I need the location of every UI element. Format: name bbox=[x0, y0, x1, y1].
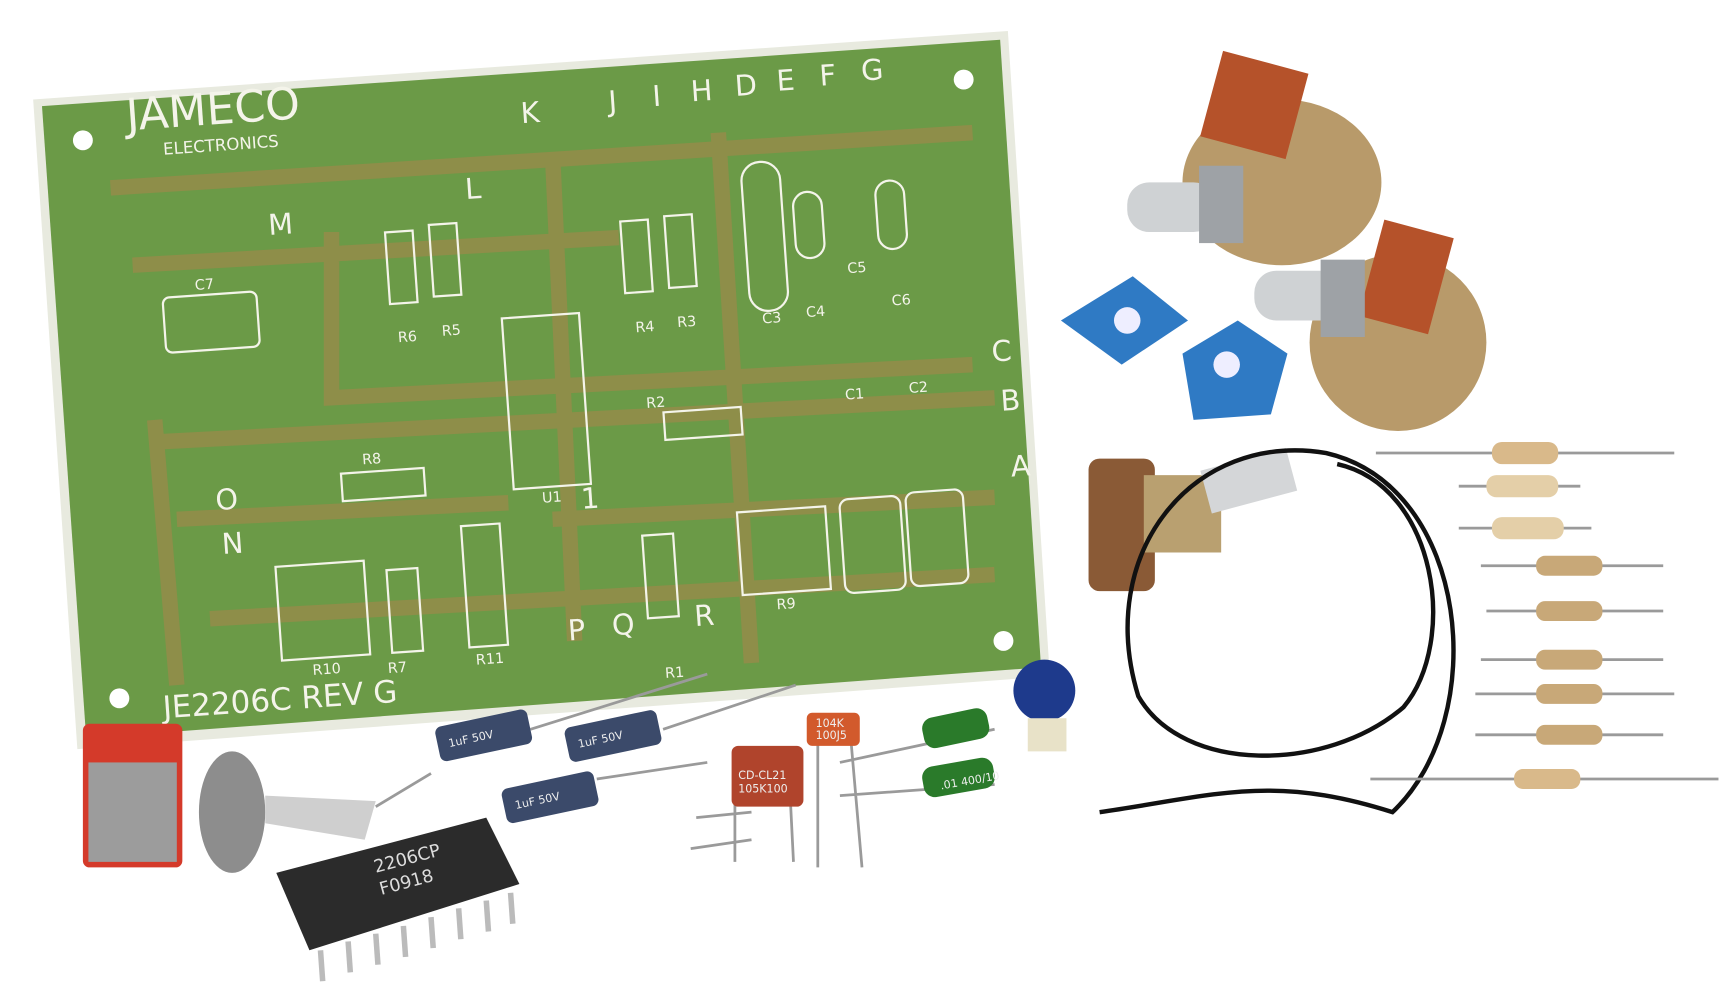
svg-text:104K: 104K bbox=[816, 717, 845, 730]
svg-text:R8: R8 bbox=[362, 451, 382, 468]
rotary-switch bbox=[1088, 447, 1298, 592]
svg-text:O: O bbox=[214, 482, 239, 517]
pcb-board: JAMECO ELECTRONICS K J I H D E F G M L C… bbox=[33, 30, 1050, 750]
svg-text:1: 1 bbox=[580, 481, 601, 516]
svg-text:C7: C7 bbox=[194, 277, 214, 294]
resistors bbox=[1370, 441, 1719, 789]
svg-text:J: J bbox=[605, 84, 618, 119]
svg-text:D: D bbox=[734, 68, 758, 103]
svg-text:R2: R2 bbox=[646, 395, 666, 412]
svg-text:R10: R10 bbox=[312, 661, 341, 679]
svg-text:R1: R1 bbox=[665, 665, 685, 682]
svg-text:Q: Q bbox=[611, 607, 636, 642]
resistor bbox=[1370, 769, 1719, 789]
jameco-logo: JAMECO ELECTRONICS bbox=[121, 78, 301, 158]
resistor bbox=[1480, 649, 1664, 670]
svg-text:C3: C3 bbox=[762, 310, 782, 327]
resistor bbox=[1475, 724, 1664, 745]
resistor bbox=[1480, 555, 1664, 576]
svg-text:100J5: 100J5 bbox=[816, 729, 847, 742]
resistor bbox=[1486, 601, 1664, 621]
svg-text:A: A bbox=[1010, 448, 1032, 483]
svg-text:B: B bbox=[999, 383, 1021, 418]
svg-text:M: M bbox=[267, 206, 294, 242]
svg-text:G: G bbox=[860, 52, 885, 87]
trimmer-pots bbox=[1060, 276, 1288, 420]
svg-text:C2: C2 bbox=[908, 380, 928, 397]
mounting-holes bbox=[72, 69, 1014, 709]
svg-text:R5: R5 bbox=[441, 323, 461, 340]
svg-text:R3: R3 bbox=[677, 314, 697, 331]
resistor bbox=[1458, 475, 1581, 498]
resistor bbox=[1375, 441, 1675, 465]
ic-chip: 2206CP F0918 bbox=[276, 817, 520, 982]
svg-text:L: L bbox=[464, 171, 482, 206]
svg-text:I: I bbox=[651, 79, 662, 114]
resistor bbox=[1458, 517, 1592, 540]
potentiometer-1 bbox=[1127, 50, 1382, 266]
svg-text:E: E bbox=[775, 63, 795, 98]
svg-text:U1: U1 bbox=[542, 489, 563, 506]
toggle-switch bbox=[82, 723, 376, 873]
svg-text:C6: C6 bbox=[891, 292, 911, 309]
svg-text:N: N bbox=[221, 526, 245, 561]
svg-text:R7: R7 bbox=[387, 660, 407, 677]
svg-text:CD-CL21: CD-CL21 bbox=[738, 769, 786, 782]
svg-text:JAMECO: JAMECO bbox=[121, 78, 301, 141]
svg-text:105K100: 105K100 bbox=[738, 782, 787, 795]
svg-text:R4: R4 bbox=[635, 319, 655, 336]
potentiometer-2 bbox=[1254, 219, 1487, 431]
svg-text:C1: C1 bbox=[845, 386, 865, 403]
wire-loop bbox=[1099, 448, 1456, 815]
svg-text:F: F bbox=[818, 58, 837, 93]
svg-text:H: H bbox=[690, 73, 714, 108]
small-trimmer bbox=[1013, 659, 1076, 752]
silkscreen-footprints: C7 R6 R5 R4 R3 C3 C4 C5 C6 U1 1 R2 C1 C2… bbox=[161, 160, 970, 682]
svg-text:C: C bbox=[990, 333, 1012, 368]
electrolytic-capacitors: 1uF 50V 1uF 50V 1uF 50V bbox=[375, 672, 797, 824]
svg-text:R11: R11 bbox=[475, 651, 504, 669]
film-capacitors: CD-CL21 105K100 104K 100J5 .01 400/10 bbox=[690, 708, 1001, 868]
svg-text:C5: C5 bbox=[847, 260, 867, 277]
terminal-labels: K J I H D E F G M L C B A O N P Q R bbox=[214, 52, 1032, 647]
svg-text:R6: R6 bbox=[397, 329, 417, 346]
svg-text:C4: C4 bbox=[806, 304, 826, 321]
svg-text:R: R bbox=[693, 598, 715, 633]
svg-text:K: K bbox=[519, 95, 541, 130]
svg-text:R9: R9 bbox=[776, 596, 796, 613]
resistor bbox=[1475, 683, 1675, 704]
svg-text:P: P bbox=[567, 612, 587, 647]
